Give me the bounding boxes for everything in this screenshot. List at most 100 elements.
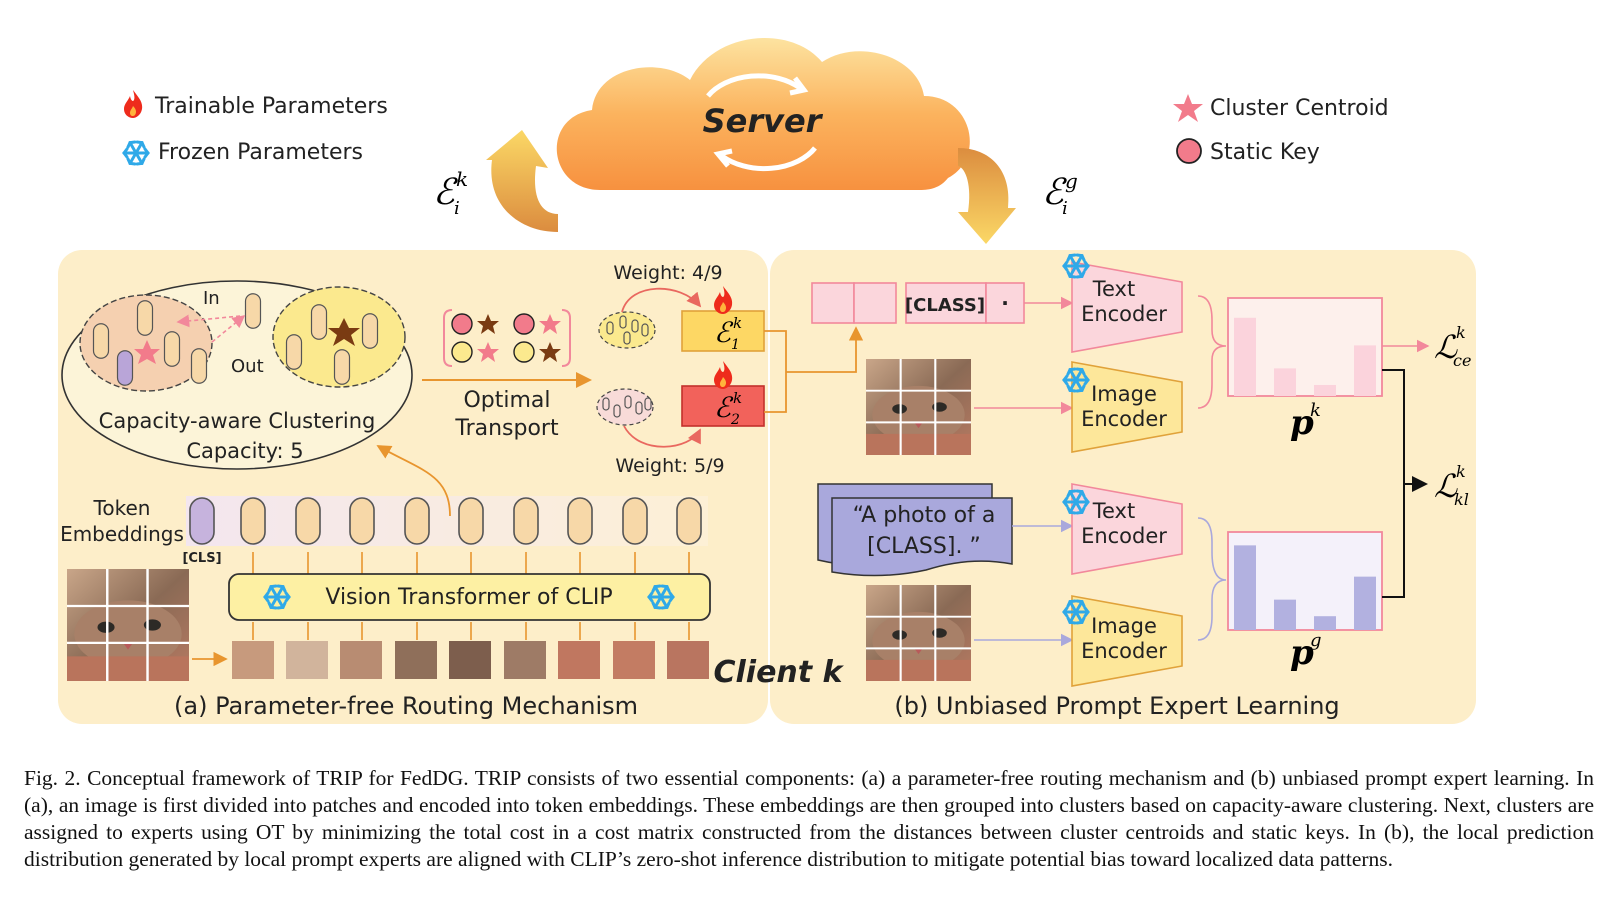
image-encoder-global-line1: Image bbox=[1091, 614, 1157, 638]
cluster-right-pills bbox=[285, 304, 379, 385]
dot-token: · bbox=[1001, 291, 1009, 315]
embedding-to-cluster-arrow bbox=[376, 445, 451, 517]
star-icon bbox=[1173, 94, 1203, 122]
ot-line2: Transport bbox=[454, 416, 559, 441]
prompt-token-row bbox=[811, 282, 1025, 324]
section-a-label: (a) Parameter-free Routing Mechanism bbox=[174, 692, 638, 720]
cluster-left-pills bbox=[92, 300, 208, 386]
small-cluster-bottom-tokens bbox=[602, 395, 652, 418]
token-label-1: Token bbox=[93, 496, 151, 520]
out-label: Out bbox=[231, 356, 264, 377]
expert-1-sub: 1 bbox=[731, 337, 740, 353]
patch-row bbox=[232, 641, 709, 679]
legend-static-key: Static Key bbox=[1210, 140, 1320, 165]
snowflake-icon bbox=[122, 140, 150, 166]
class-token: [CLASS] bbox=[905, 295, 985, 316]
local-bar-4 bbox=[1354, 345, 1376, 396]
template-line2: [CLASS]. ” bbox=[867, 534, 981, 559]
cls-token bbox=[189, 497, 215, 545]
trip-framework-diagram: Trainable Parameters Frozen Parameters C… bbox=[58, 38, 1476, 724]
global-bar-3 bbox=[1314, 616, 1336, 630]
download-arrow bbox=[958, 128, 1016, 244]
token-label-2: Embeddings bbox=[60, 522, 184, 546]
kl-connector bbox=[1382, 369, 1426, 598]
ot-line1: Optimal bbox=[463, 388, 550, 413]
expert-1[interactable] bbox=[681, 310, 765, 352]
image-encoder-local-line2: Encoder bbox=[1081, 407, 1167, 431]
in-label: In bbox=[203, 288, 220, 309]
token-pills bbox=[240, 497, 702, 545]
expert-1-symbol: ℰ bbox=[714, 316, 734, 349]
text-encoder-local-line2: Encoder bbox=[1081, 302, 1167, 326]
server-cloud bbox=[556, 38, 970, 190]
loss-kl-sub: kl bbox=[1454, 490, 1469, 509]
global-image bbox=[864, 583, 973, 683]
local-bar-2 bbox=[1274, 368, 1296, 396]
text-encoder-global-line2: Encoder bbox=[1081, 524, 1167, 548]
upload-arrow bbox=[486, 130, 558, 252]
upload-symbol: ℰ bbox=[433, 172, 458, 213]
pg-sup: g bbox=[1310, 630, 1322, 651]
image-encoder-local[interactable] bbox=[1071, 361, 1183, 453]
text-encoder-global[interactable] bbox=[1071, 483, 1183, 575]
template-line1: “A photo of a bbox=[853, 503, 996, 528]
local-bar-3 bbox=[1314, 384, 1336, 396]
vit-arrows-up bbox=[252, 552, 690, 640]
download-sup: g bbox=[1065, 169, 1078, 193]
expert-2-symbol: ℰ bbox=[714, 391, 734, 424]
loss-ce-sup: k bbox=[1456, 323, 1466, 342]
upload-sup: k bbox=[456, 167, 468, 191]
expert-2[interactable] bbox=[681, 385, 765, 427]
download-sub: i bbox=[1062, 198, 1068, 219]
template-stack bbox=[817, 483, 1013, 577]
text-encoder-local[interactable] bbox=[1071, 261, 1183, 353]
text-encoder-local-line1: Text bbox=[1092, 277, 1135, 301]
legend-trainable: Trainable Parameters bbox=[154, 94, 388, 119]
flame-icon bbox=[124, 90, 143, 118]
image-encoder-global-line2: Encoder bbox=[1081, 639, 1167, 663]
expert-1-sup: k bbox=[733, 314, 742, 332]
weight-top: Weight: 4/9 bbox=[613, 262, 722, 284]
image-encoder-global[interactable] bbox=[1071, 595, 1183, 687]
global-merge-bracket bbox=[1197, 517, 1227, 641]
loss-kl-sup: k bbox=[1456, 462, 1466, 481]
pk-sup: k bbox=[1310, 400, 1321, 421]
global-prediction-chart bbox=[1234, 545, 1376, 630]
global-bar-1 bbox=[1234, 545, 1256, 630]
vit-label: Vision Transformer of CLIP bbox=[325, 585, 612, 610]
loss-ce-sub: ce bbox=[1453, 351, 1471, 370]
server-label: Server bbox=[703, 102, 824, 140]
local-prediction-chart bbox=[1234, 317, 1376, 396]
experts-to-prompt-connector bbox=[764, 328, 856, 413]
local-merge-bracket bbox=[1197, 295, 1227, 409]
global-bar-4 bbox=[1354, 576, 1376, 630]
small-cluster-top bbox=[598, 311, 656, 349]
expert-2-sup: k bbox=[733, 389, 742, 407]
weight-bottom: Weight: 5/9 bbox=[615, 455, 724, 477]
loss-kl-symbol: ℒ bbox=[1434, 467, 1458, 505]
clustering-title: Capacity-aware Clustering bbox=[99, 409, 376, 433]
section-b-label: (b) Unbiased Prompt Expert Learning bbox=[894, 692, 1339, 720]
figure-caption: Fig. 2. Conceptual framework of TRIP for… bbox=[24, 766, 1594, 871]
pk-label: p bbox=[1290, 403, 1314, 443]
vit-block[interactable] bbox=[228, 573, 711, 621]
small-cluster-top-tokens bbox=[606, 315, 649, 345]
global-bar-2 bbox=[1274, 599, 1296, 630]
cost-matrix bbox=[443, 309, 571, 367]
route-arrow-bottom bbox=[623, 425, 701, 448]
legend-centroid: Cluster Centroid bbox=[1210, 96, 1389, 121]
cls-tag: [CLS] bbox=[182, 551, 221, 566]
route-arrow-top bbox=[621, 287, 702, 313]
legend-frozen: Frozen Parameters bbox=[158, 140, 363, 165]
image-encoder-local-line1: Image bbox=[1091, 382, 1157, 406]
client-title: Client k bbox=[713, 655, 844, 690]
pg-label: p bbox=[1290, 633, 1314, 673]
download-symbol: ℰ bbox=[1042, 172, 1067, 213]
moving-token bbox=[244, 293, 262, 329]
capacity-label: Capacity: 5 bbox=[186, 439, 303, 463]
embedding-band bbox=[186, 496, 708, 546]
local-bar-1 bbox=[1234, 317, 1256, 396]
local-image bbox=[864, 357, 973, 457]
static-key-icon bbox=[1176, 138, 1202, 164]
loss-ce-symbol: ℒ bbox=[1434, 328, 1458, 366]
